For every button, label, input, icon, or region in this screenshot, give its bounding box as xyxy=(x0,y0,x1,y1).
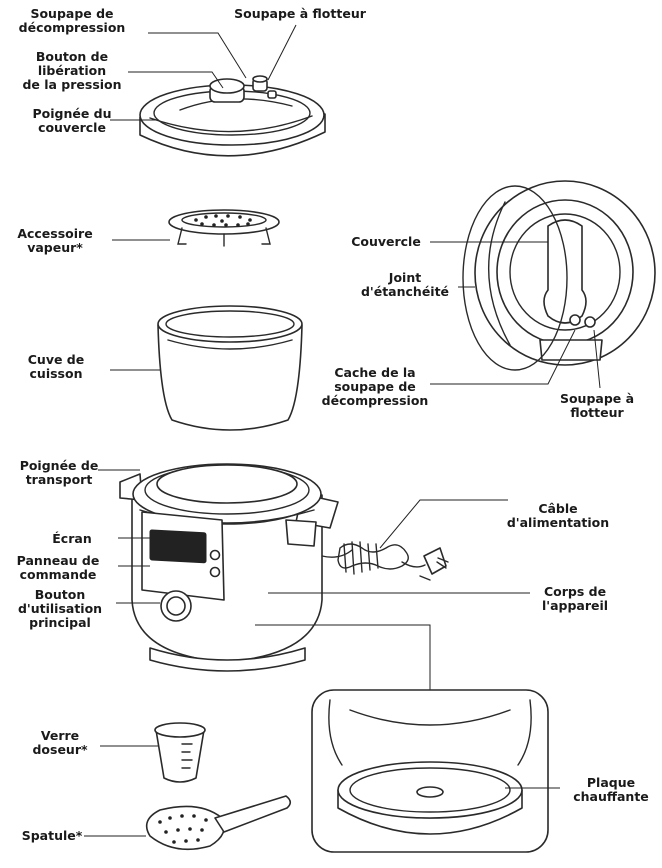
label-line: Poignée du xyxy=(32,106,111,121)
label-line: soupape de xyxy=(334,379,416,394)
label-line: Cache de la xyxy=(334,365,415,380)
cooker-body-illustration xyxy=(119,463,449,672)
label-line: flotteur xyxy=(570,405,624,420)
label-line: Couvercle xyxy=(351,234,421,249)
label-line: principal xyxy=(29,615,91,630)
heating-plate-inset xyxy=(255,624,549,853)
label-line: Soupape à flotteur xyxy=(234,6,367,21)
label-line: l'appareil xyxy=(542,598,608,613)
label-line: Bouton xyxy=(35,587,85,602)
label-line: Accessoire xyxy=(17,226,92,241)
leader-lines xyxy=(84,24,601,837)
label-line: Écran xyxy=(52,531,91,546)
label-line: chauffante xyxy=(573,789,649,804)
label-line: Joint xyxy=(388,270,421,285)
label-line: décompression xyxy=(322,393,429,408)
label-line: Poignée de xyxy=(20,458,99,473)
label-line: d'alimentation xyxy=(507,515,609,530)
label-line: décompression xyxy=(19,20,126,35)
label-line: doseur* xyxy=(32,742,88,757)
label-spatula: Spatule* xyxy=(22,828,83,843)
lid-top-illustration xyxy=(139,75,326,157)
label-line: Panneau de xyxy=(17,553,100,568)
label-line: libération xyxy=(38,63,106,78)
label-line: transport xyxy=(26,472,93,487)
label-float-valve-top: Soupape à flotteur xyxy=(234,6,367,21)
label-line: d'étanchéité xyxy=(361,284,449,299)
label-line: commande xyxy=(20,567,97,582)
cooking-bowl-illustration xyxy=(157,305,303,431)
label-line: Câble xyxy=(538,501,577,516)
label-line: Cuve de xyxy=(28,352,84,367)
lid-side-illustration xyxy=(462,180,656,371)
steam-accessory-illustration xyxy=(168,209,280,247)
label-line: Soupape de xyxy=(30,6,113,21)
label-lid: Couvercle xyxy=(351,234,421,249)
label-line: Corps de xyxy=(544,584,606,599)
label-screen: Écran xyxy=(52,531,91,546)
label-line: de la pression xyxy=(22,77,121,92)
label-line: Soupape à xyxy=(560,391,634,406)
label-line: Bouton de xyxy=(36,49,108,64)
label-line: d'utilisation xyxy=(18,601,102,616)
label-line: vapeur* xyxy=(27,240,83,255)
label-line: Spatule* xyxy=(22,828,83,843)
measuring-cup-illustration xyxy=(154,722,206,783)
label-line: couvercle xyxy=(38,120,106,135)
label-line: Plaque xyxy=(587,775,635,790)
label-line: Verre xyxy=(41,728,79,743)
label-line: cuisson xyxy=(30,366,83,381)
spatula-illustration xyxy=(145,795,292,851)
